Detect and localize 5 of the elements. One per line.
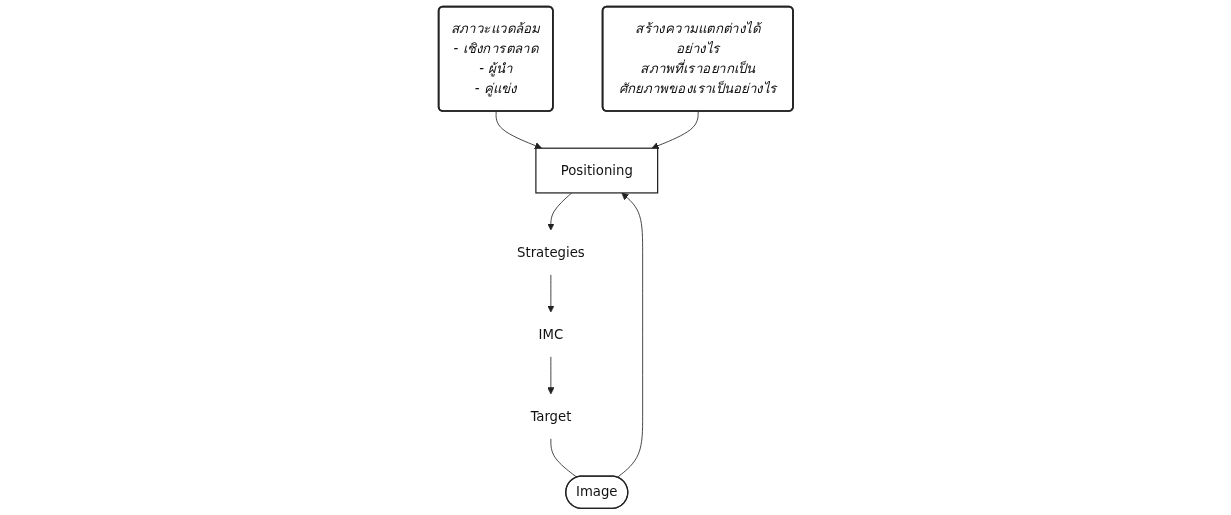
connector	[550, 438, 578, 478]
node-text: Strategies	[516, 244, 585, 260]
node-box: Positioning	[534, 147, 658, 194]
node-text: IMC	[538, 326, 563, 342]
node-text: Target	[530, 408, 572, 424]
